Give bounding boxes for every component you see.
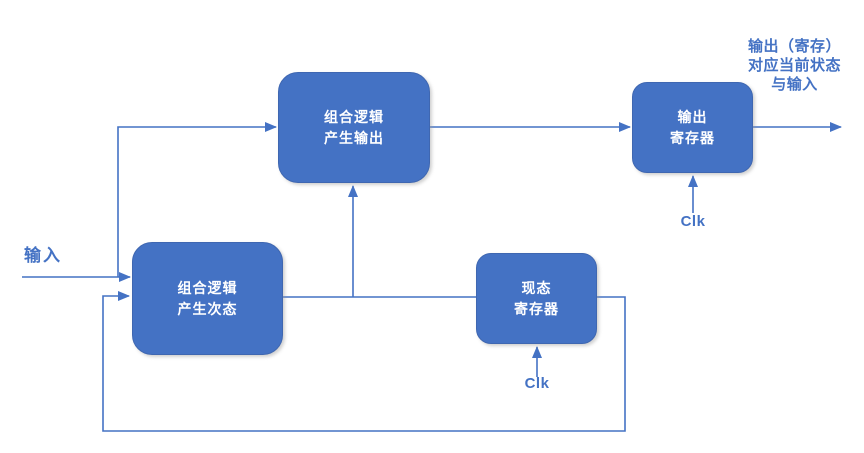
node-state-register: 现态 寄存器 (476, 253, 597, 344)
output-annotation: 输出（寄存） 对应当前状态 与输入 (732, 37, 857, 94)
clk-label-state-register: Clk (524, 375, 550, 392)
clk-label-output-register: Clk (680, 213, 706, 230)
node-nextstate-logic-label-line2: 产生次态 (177, 300, 238, 317)
output-annotation-line3: 与输入 (771, 76, 818, 93)
edge-feedback-loop (102, 291, 626, 432)
node-output-register: 输出 寄存器 (632, 82, 753, 173)
node-output-logic: 组合逻辑 产生输出 (278, 72, 430, 183)
node-nextstate-logic-label-line1: 组合逻辑 (177, 279, 238, 296)
node-output-logic-label-line2: 产生输出 (324, 129, 384, 146)
node-output-register-label-line1: 输出 (677, 108, 708, 125)
node-state-register-label-line1: 现态 (521, 279, 552, 296)
node-state-register-label-line2: 寄存器 (514, 300, 559, 317)
node-output-logic-label-line1: 组合逻辑 (324, 108, 384, 125)
output-annotation-line1: 输出（寄存） (747, 38, 841, 55)
node-nextstate-logic: 组合逻辑 产生次态 (132, 242, 283, 355)
node-output-register-label-line2: 寄存器 (670, 129, 715, 146)
input-label: 输入 (24, 246, 62, 265)
edge-input-branch-to-output-logic (117, 122, 277, 277)
output-annotation-line2: 对应当前状态 (747, 57, 841, 74)
